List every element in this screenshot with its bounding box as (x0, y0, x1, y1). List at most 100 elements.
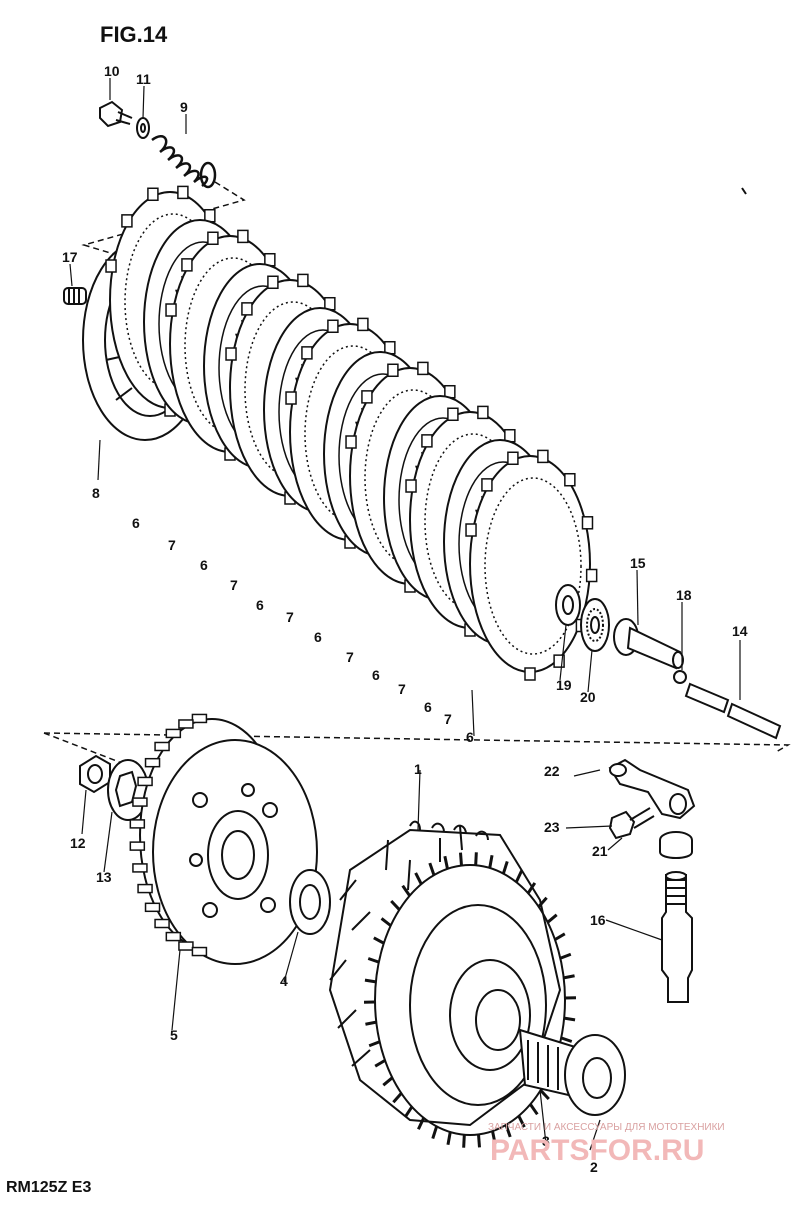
gear-tooth (491, 1130, 497, 1145)
gear-tooth (526, 882, 537, 895)
gear-tooth (144, 757, 161, 768)
gear-tooth (554, 932, 566, 941)
gear-tooth (368, 1040, 381, 1048)
gear-tooth (137, 776, 153, 787)
part-number-label: 22 (544, 763, 560, 779)
gear-tooth (390, 899, 401, 911)
leader-lines (69, 78, 741, 1151)
primary-driven-gear-icon (449, 959, 531, 1071)
gear-tooth (560, 1036, 573, 1043)
gear-tooth (380, 917, 392, 927)
gear-tooth (154, 918, 170, 929)
gear-tooth (367, 957, 380, 964)
gear-tooth (191, 713, 208, 724)
part-number-label: 9 (180, 99, 188, 115)
gear-tooth (563, 1016, 576, 1022)
gear-tooth (428, 862, 436, 876)
assembly-line (741, 187, 747, 195)
gear-tooth (514, 870, 523, 883)
gear-tooth (431, 1125, 439, 1140)
gear-tooth (129, 841, 146, 851)
gear-tooth (191, 946, 208, 957)
part-number-label: 18 (676, 587, 692, 603)
part-number-label: 7 (444, 711, 452, 727)
gear-tooth (462, 1134, 466, 1148)
oil-seal-icon (659, 831, 693, 859)
part-number-label: 7 (346, 649, 354, 665)
part-number-label: 5 (170, 1027, 178, 1043)
part-number-label: 23 (544, 819, 560, 835)
part-number-label: 7 (230, 577, 238, 593)
gear-tooth (517, 1115, 526, 1128)
watermark-logo: PARTSFOR.RU (490, 1134, 704, 1167)
gear-tooth (563, 974, 575, 980)
part-number-label: 8 (92, 485, 100, 501)
gear-tooth (414, 872, 423, 885)
arm-bolt-icon (608, 807, 655, 840)
part-number-label: 7 (168, 537, 176, 553)
watermark-tagline: ЗАПЧАСТИ И АКСЕССУАРЫ ДЛЯ МОТОТЕХНИКИ (488, 1122, 725, 1133)
part-number-label: 11 (136, 71, 151, 87)
gear-tooth (365, 1020, 377, 1026)
gear-tooth (144, 902, 161, 913)
gear-tooth (373, 936, 385, 945)
gear-tooth (403, 1105, 414, 1118)
gear-tooth (364, 978, 377, 984)
gear-tooth (501, 860, 509, 875)
gear-tooth (129, 819, 146, 829)
gear-tooth (488, 854, 494, 869)
nut-icon (79, 754, 111, 794)
steel-ball-icon (673, 670, 687, 684)
gear-tooth (132, 797, 148, 807)
gear-tooth (559, 952, 572, 960)
model-code: RM125Z E3 (6, 1179, 91, 1196)
gear-tooth (401, 884, 411, 897)
part-number-label: 12 (70, 835, 86, 851)
gear-tooth (539, 1089, 550, 1101)
gear-tooth (178, 719, 194, 729)
figure-title: FIG.14 (100, 22, 168, 47)
part-number-label: 21 (592, 843, 608, 859)
clutch-sleeve-hub-icon (139, 718, 318, 965)
thrust-washer-icon (289, 869, 331, 935)
gear-tooth (477, 1134, 481, 1148)
gear-tooth (546, 913, 558, 924)
part-number-label: 20 (580, 689, 596, 705)
gear-tooth (165, 728, 182, 739)
gear-tooth (504, 1124, 512, 1138)
gear-tooth (154, 741, 170, 752)
drive-plate-icon (465, 449, 598, 681)
spring-screw-icon (63, 287, 87, 305)
part-number-label: 7 (398, 681, 406, 697)
part-number-label: 3 (542, 1133, 550, 1149)
gear-tooth (529, 1103, 539, 1116)
part-number-label: 6 (132, 515, 140, 531)
assembly-line (43, 732, 791, 753)
part-number-label: 19 (556, 677, 572, 693)
gear-tooth (537, 896, 548, 908)
part-number-label: 6 (424, 699, 432, 715)
part-number-label: 13 (96, 869, 112, 885)
gear-tooth (392, 1092, 403, 1104)
washer-icon (136, 117, 150, 139)
clutch-spring-icon (151, 135, 217, 189)
part-number-label: 6 (256, 597, 264, 613)
primary-gear-teeth (363, 852, 577, 1148)
gear-tooth (459, 852, 463, 866)
gear-tooth (374, 1059, 386, 1068)
part-number-label: 6 (372, 667, 380, 683)
part-number-label: 1 (414, 761, 422, 777)
push-rod-icon (684, 682, 782, 740)
part-number-label: 15 (630, 555, 646, 571)
pressure-bolt-icon (99, 100, 133, 128)
part-number-label: 6 (466, 729, 474, 745)
gear-tooth (165, 931, 182, 942)
push-piece-icon (613, 618, 684, 670)
gear-tooth (132, 863, 148, 873)
part-number-label: 4 (280, 973, 288, 989)
gear-tooth (137, 883, 153, 894)
spacer-icon (518, 1028, 626, 1116)
part-number-label: 14 (732, 623, 748, 639)
